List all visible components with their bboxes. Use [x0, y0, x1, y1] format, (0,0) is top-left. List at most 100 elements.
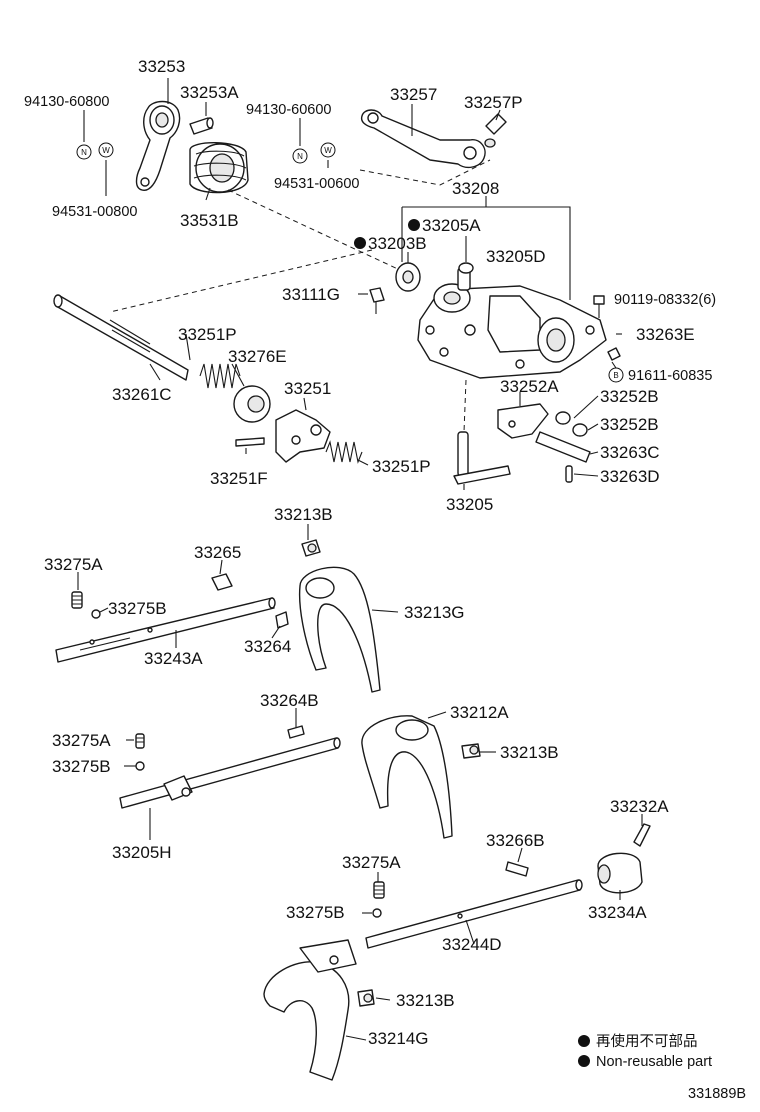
label-33252A: 33252A	[500, 377, 559, 396]
shift-lever-33253	[135, 100, 181, 191]
bolt-90119	[593, 295, 605, 318]
part-labels: 33253 33253A 94130-60800 94531-00800 335…	[24, 57, 716, 1048]
label-33111G: 33111G	[282, 285, 340, 304]
label-94130-60600: 94130-60600	[246, 102, 331, 118]
guide-line	[227, 189, 401, 271]
label-33251: 33251	[284, 379, 331, 398]
label-33275B-a: 33275B	[108, 599, 167, 618]
label-33275A-a: 33275A	[44, 555, 103, 574]
spring-33251P-b	[325, 440, 363, 464]
fork-33213G	[298, 566, 381, 693]
label-33213B-a: 33213B	[274, 505, 333, 524]
ring-33252B-b	[572, 423, 588, 437]
svg-text:B: B	[613, 371, 618, 380]
ball-33275B-a	[91, 609, 101, 619]
label-33214G: 33214G	[368, 1029, 429, 1048]
lever-33257	[360, 109, 486, 169]
part-33263E	[607, 347, 621, 361]
spring-33251P-a	[199, 363, 241, 389]
label-33266B: 33266B	[486, 831, 545, 850]
block-33265	[211, 573, 233, 591]
svg-text:N: N	[81, 148, 87, 157]
bolt-33213B-b	[461, 743, 481, 759]
pin-33263D	[565, 465, 573, 483]
spring-33275A-c	[373, 881, 385, 899]
label-33244D: 33244D	[442, 935, 502, 954]
label-91611-60835: 91611-60835	[628, 368, 712, 384]
non-reusable-marker	[354, 237, 366, 249]
legend-text-en: Non-reusable part	[596, 1054, 712, 1070]
bolt-33213B-a	[301, 539, 321, 557]
label-33203B: 33203B	[368, 234, 427, 253]
svg-text:N: N	[297, 152, 303, 161]
pin-33264	[275, 611, 289, 629]
label-90119-08332: 90119-08332(6)	[614, 292, 716, 308]
block-33234A	[597, 852, 643, 894]
label-33243A: 33243A	[144, 649, 203, 668]
pin-33266B	[505, 861, 529, 877]
label-33275B-c: 33275B	[286, 903, 345, 922]
legend-dot-en	[578, 1055, 590, 1067]
label-33276E: 33276E	[228, 347, 287, 366]
non-reusable-marker	[408, 219, 420, 231]
lever-33205	[453, 379, 511, 485]
badge-b-91611: B	[608, 367, 624, 383]
label-33208: 33208	[452, 179, 499, 198]
fork-33214G	[263, 939, 357, 1081]
label-33205D: 33205D	[486, 247, 546, 266]
bushing-33203B	[395, 262, 421, 292]
badge-n-94130-60600: N	[292, 148, 308, 164]
label-33261C: 33261C	[112, 385, 172, 404]
pin-33251F	[235, 437, 265, 447]
legend-text-jp: 再使用不可部品	[596, 1033, 698, 1050]
label-33205A: 33205A	[422, 216, 481, 235]
figure-number: 331889B	[688, 1086, 746, 1102]
label-33213G: 33213G	[404, 603, 465, 622]
badge-w-94531-00600: W	[320, 142, 336, 158]
label-33232A: 33232A	[610, 797, 669, 816]
spring-33275A-b	[135, 733, 145, 749]
pin-33257P	[484, 113, 507, 148]
guide-line	[359, 159, 491, 186]
shaft-33263C	[535, 431, 591, 463]
label-33275A-b: 33275A	[52, 731, 111, 750]
badge-w-94531-00800: W	[98, 142, 114, 158]
fork-33212A	[361, 715, 453, 839]
label-94531-00800: 94531-00800	[52, 204, 137, 220]
washer-33205D	[458, 262, 474, 274]
pin-33264B	[287, 725, 305, 739]
bolt-33111G	[369, 287, 385, 314]
label-33264: 33264	[244, 637, 291, 656]
bolt-33213B-c	[357, 989, 375, 1007]
shift-housing-33208	[417, 267, 607, 379]
boot-33531B	[189, 142, 249, 194]
label-33257P: 33257P	[464, 93, 523, 112]
label-33251P-a: 33251P	[178, 325, 237, 344]
legend-dot-jp	[578, 1035, 590, 1047]
label-33251P-b: 33251P	[372, 457, 431, 476]
label-33263C: 33263C	[600, 443, 660, 462]
shaft-33243A	[55, 597, 276, 663]
sleeve-33276E	[233, 385, 271, 423]
label-33253: 33253	[138, 57, 185, 76]
label-33205: 33205	[446, 495, 493, 514]
label-94531-00600: 94531-00600	[274, 176, 359, 192]
bracket-33208	[402, 206, 571, 300]
label-33275B-b: 33275B	[52, 757, 111, 776]
spring-33275A-a	[71, 591, 83, 609]
label-33263E: 33263E	[636, 325, 695, 344]
legend: 再使用不可部品 Non-reusable part	[578, 1033, 712, 1070]
label-33257: 33257	[390, 85, 437, 104]
pin-33232A	[633, 823, 651, 847]
label-33205H: 33205H	[112, 843, 172, 862]
label-33275A-c: 33275A	[342, 853, 401, 872]
label-33265: 33265	[194, 543, 241, 562]
plate-33252A	[497, 403, 549, 439]
shaft-33244D	[365, 879, 583, 949]
pin-33253A	[189, 117, 214, 135]
ring-33252B-a	[555, 411, 571, 425]
label-33251F: 33251F	[210, 469, 268, 488]
shaft-33205H	[119, 737, 341, 809]
